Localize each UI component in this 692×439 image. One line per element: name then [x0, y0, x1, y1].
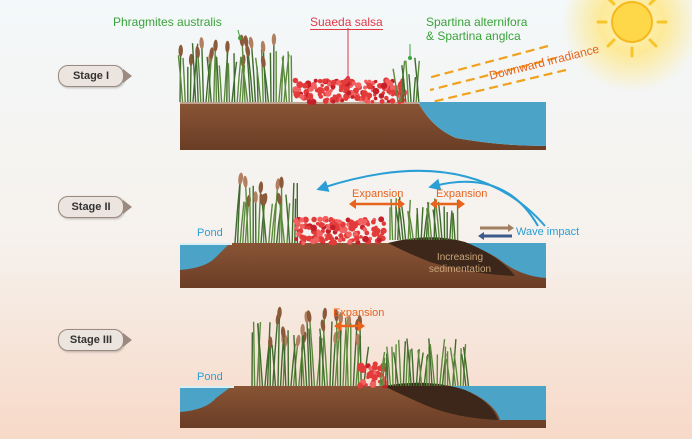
reed-clump-icon — [392, 57, 420, 103]
wave-arrow-icon — [316, 169, 546, 227]
sedimentation-label-line1: Increasing — [436, 252, 484, 263]
sun-icon — [562, 0, 692, 92]
stage2-profile — [180, 237, 546, 288]
suaeda-bush-icon — [293, 215, 387, 246]
stage1-profile — [180, 100, 546, 150]
wave-small-arrows — [478, 224, 514, 240]
suaeda-bush-icon — [357, 361, 388, 389]
spartina-label-line1: Spartina alternifora — [426, 15, 528, 29]
species-leaders — [237, 28, 412, 80]
expansion-label-right: Expansion — [436, 188, 488, 200]
reed-clump-icon — [177, 33, 293, 103]
phragmites-label: Phragmites australis — [113, 15, 222, 29]
expansion-label-stage3: Expansion — [333, 307, 385, 319]
stage3-profile — [180, 382, 546, 428]
irradiance-rays — [427, 44, 567, 104]
sedimentation-label-line2: sedimentation — [428, 264, 492, 275]
pond-label-stage3: Pond — [197, 371, 223, 383]
reed-clump-icon — [379, 338, 470, 387]
pond-label-stage2: Pond — [197, 227, 223, 239]
stage-1-label: Stage I — [58, 65, 132, 87]
stage-2-label: Stage II — [58, 196, 132, 218]
spartina-label-line2: & Spartina anglca — [426, 29, 521, 43]
wave-impact-label: Wave impact — [516, 226, 580, 238]
suaeda-bush-icon — [292, 77, 408, 106]
stage-3-label: Stage III — [58, 329, 132, 351]
expansion-label-left: Expansion — [352, 188, 404, 200]
expansion-arrow-icon — [334, 199, 465, 331]
suaeda-label: Suaeda salsa — [310, 15, 383, 31]
